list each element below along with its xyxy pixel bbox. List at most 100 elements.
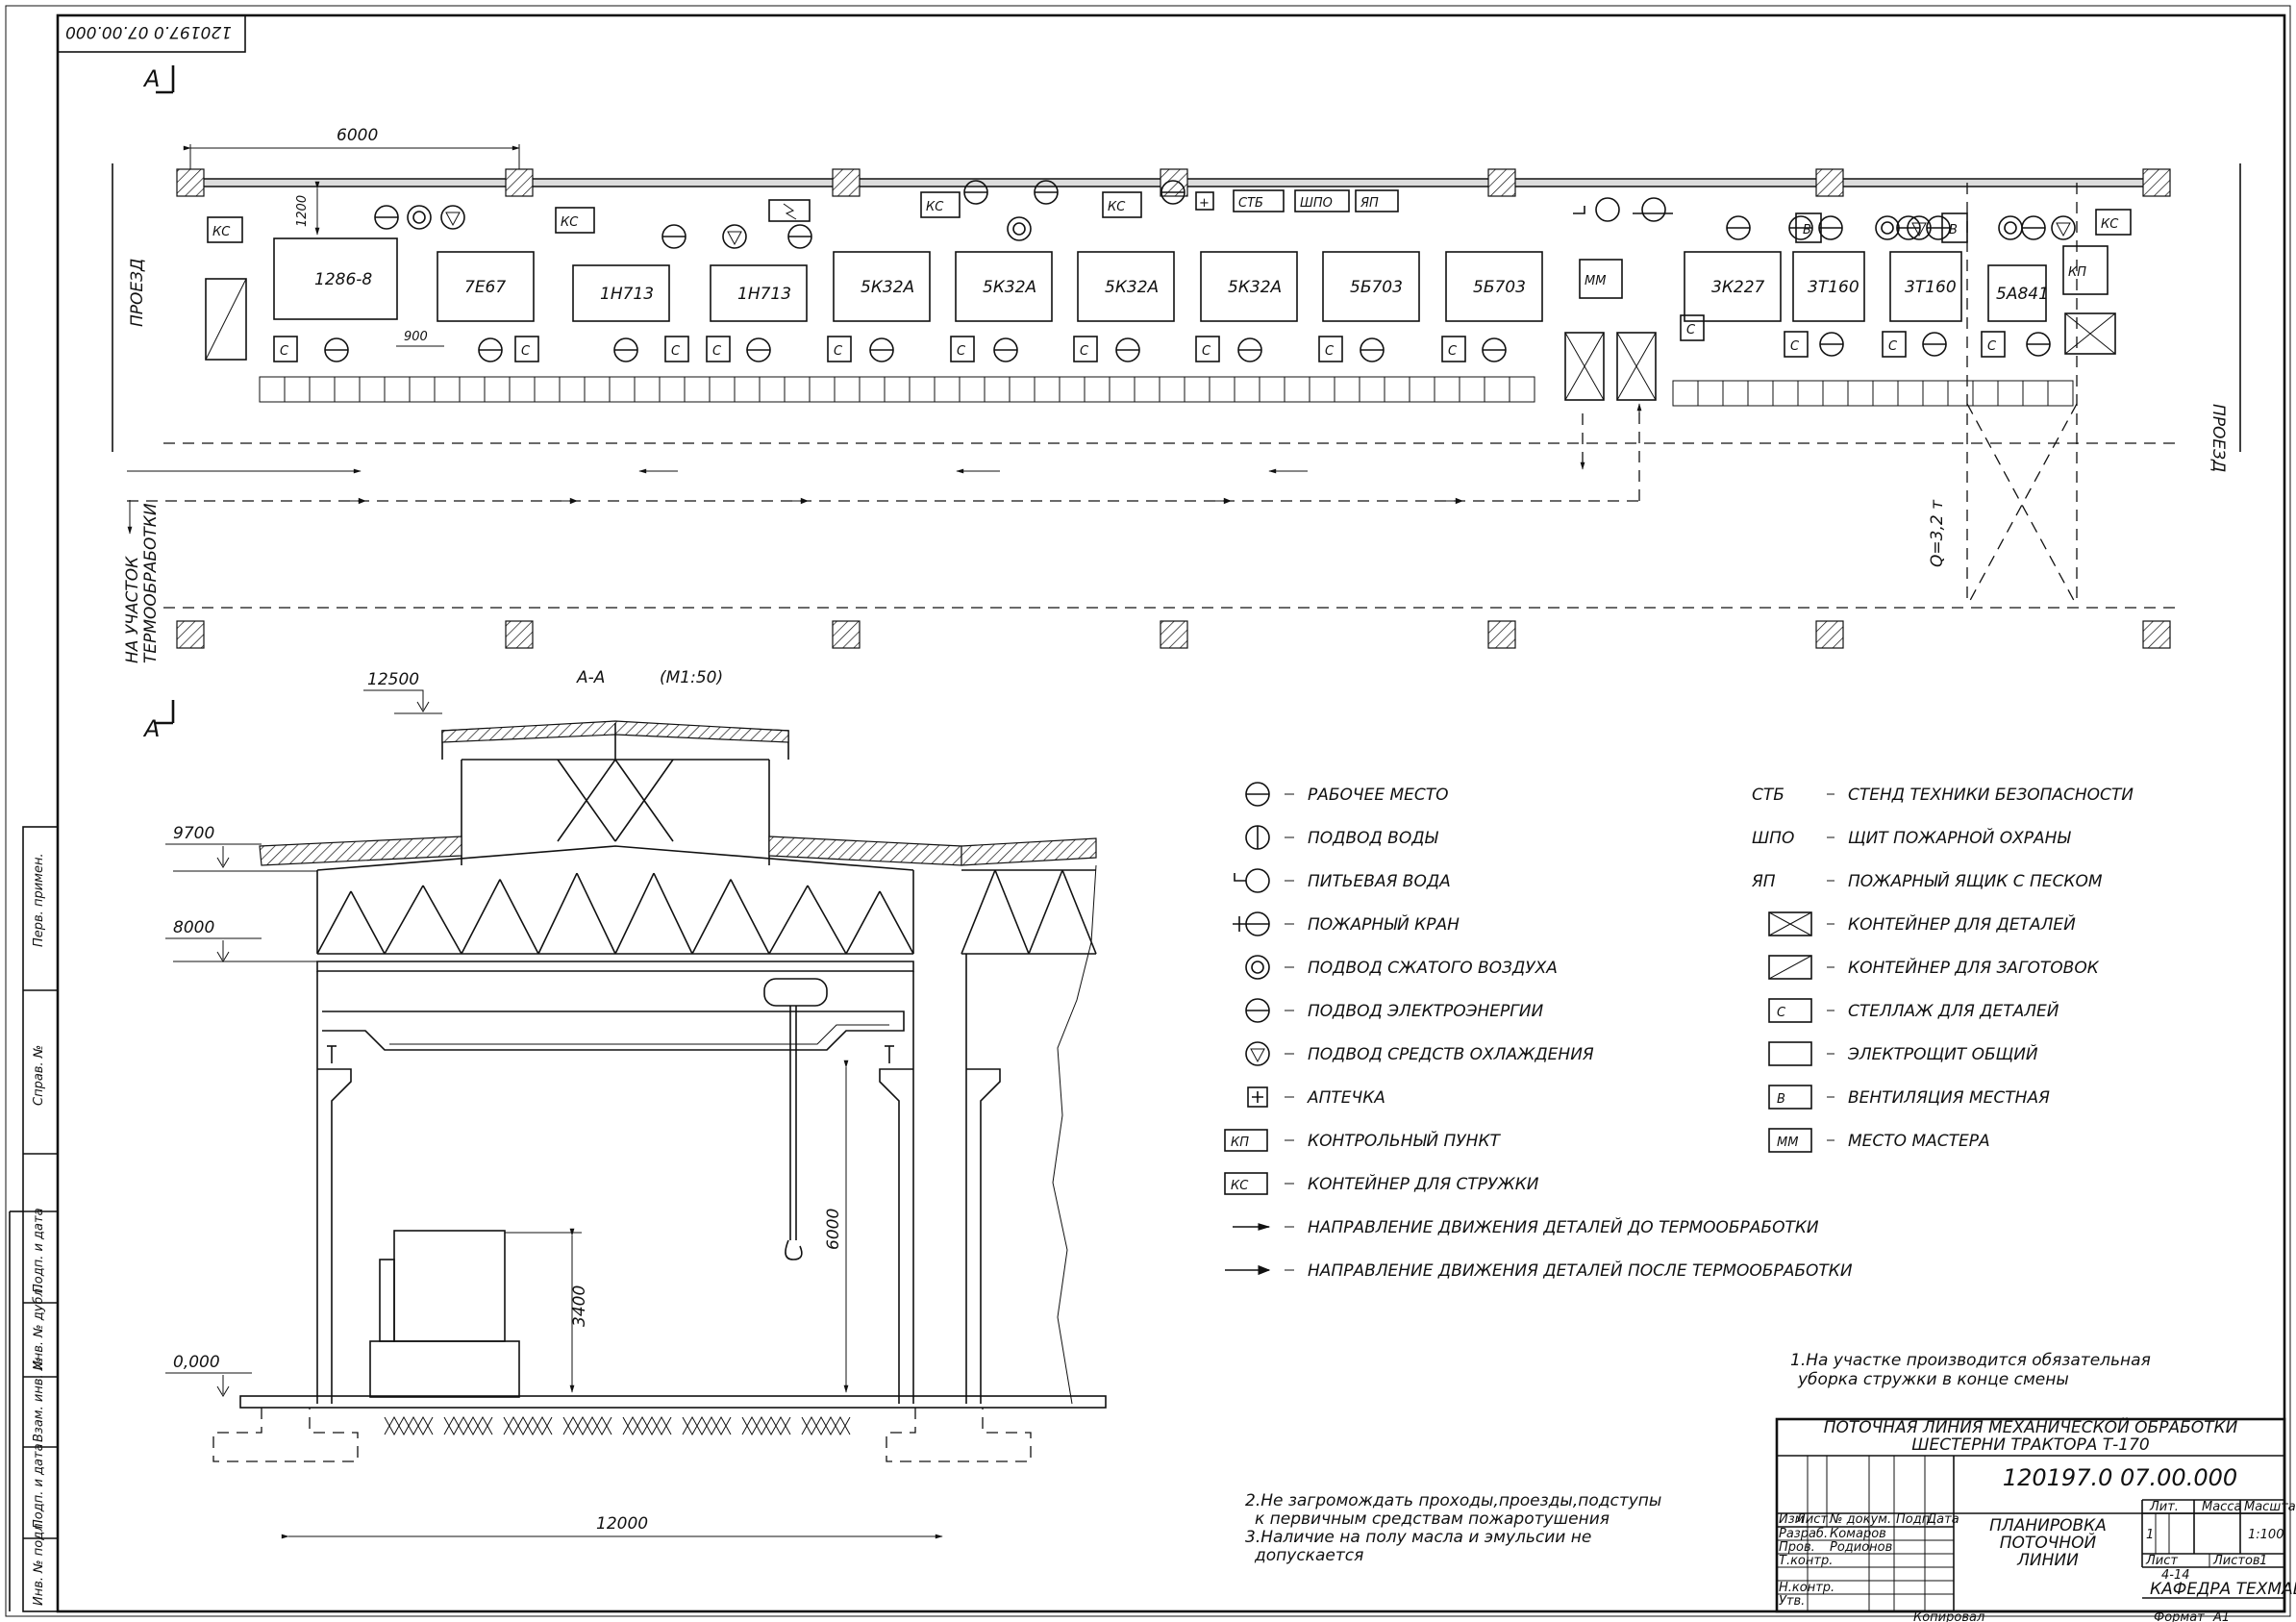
legend-right-box-label-5: С (1777, 1006, 1786, 1020)
column-bottom-5 (1815, 620, 1844, 649)
column-top-4 (1487, 168, 1516, 197)
legend-left-item-2: ПИТЬЕВАЯ ВОДА (1234, 868, 1451, 893)
cabinet-8 (2062, 245, 2109, 295)
truss-r (961, 869, 996, 955)
stamp-top-left: 120197.0 07.00.000 (57, 14, 246, 53)
machine-label-2: 1Н713 (600, 285, 654, 304)
col-sign: Подп. (1896, 1512, 1934, 1527)
rack-marker-4 (827, 336, 852, 362)
rack-cell-r (1922, 380, 1949, 407)
sheet-title-1: ПЛАНИРОВКА (1989, 1516, 2107, 1535)
rack-cell (909, 376, 936, 403)
column-bottom-1 (505, 620, 534, 649)
legend-right-text-3: КОНТЕЙНЕР ДЛЯ ДЕТАЛЕЙ (1848, 913, 2076, 935)
machine-8 (1322, 251, 1420, 322)
dim-12000: 12000 (596, 1514, 648, 1534)
rack-cell-r (1797, 380, 1824, 407)
cabinet-label-8: КП (2068, 265, 2086, 280)
soil-hatch (503, 1415, 553, 1436)
blank-container (205, 278, 247, 361)
soil-hatch (801, 1415, 851, 1436)
rack-marker-12 (1882, 331, 1907, 358)
parts-container-1 (1616, 332, 1657, 401)
section-marker-bottom: A (142, 700, 175, 742)
rack-cell (934, 376, 961, 403)
sheets-label: Листов (2212, 1554, 2260, 1568)
section-a-a: А-А (М1:50) 12500 9700 8000 0,000 (165, 668, 1107, 1539)
cool-tri-3 (2056, 222, 2071, 237)
rack-marker-label-4: С (834, 344, 843, 359)
cabinet-label-5: ШПО (1300, 196, 1333, 211)
rack-cell (1309, 376, 1335, 403)
truss-diag (537, 872, 578, 955)
soil-hatch (443, 1415, 493, 1436)
rack-marker-3 (706, 336, 731, 362)
cabinet-5 (1294, 189, 1350, 212)
rack-marker-label-3: С (712, 344, 722, 359)
rack-cell (1109, 376, 1136, 403)
machine-label-8: 5Б703 (1350, 278, 1403, 297)
cabinet-1 (555, 207, 595, 234)
machine-label-0: 1286-8 (314, 270, 372, 289)
rack-marker-7 (1195, 336, 1220, 362)
cool-tri-1 (727, 231, 742, 246)
level-12500: 12500 (363, 670, 442, 714)
rack-cell-r (2022, 380, 2049, 407)
air-inner-0 (412, 211, 426, 224)
role-check: Пров. (1779, 1540, 1815, 1555)
legend-icon-6 (1768, 1041, 1812, 1066)
legend-left-text-5: ПОДВОД ЭЛЕКТРОЭНЕРГИИ (1308, 1002, 1543, 1021)
rack-cell (859, 376, 886, 403)
level-0000-label: 0,000 (173, 1353, 220, 1372)
first-aid-label: + (1199, 196, 1210, 211)
air-inner-3 (2004, 221, 2017, 235)
legend-left-item-0: РАБОЧЕЕ МЕСТО (1245, 782, 1449, 807)
column-top-5 (1815, 168, 1844, 197)
side-stamp-4: Взам. инв. № (32, 1358, 46, 1442)
col-izm: Изм (1779, 1512, 1805, 1527)
machine-label-7: 5К32А (1228, 278, 1282, 297)
mass-header: Масса (2202, 1500, 2241, 1514)
machine-0 (273, 237, 398, 320)
legend-left-text-0: РАБОЧЕЕ МЕСТО (1308, 786, 1449, 805)
legend-left-item-11: НАПРАВЛЕНИЕ ДВИЖЕНИЯ ДЕТАЛЕЙ ПОСЛЕ ТЕРМО… (1225, 1260, 1853, 1281)
air-inner-1 (1012, 222, 1026, 236)
soil-hatch (682, 1415, 732, 1436)
dim-3400: 3400 (570, 1285, 589, 1327)
notes: 1.На участке производится обязательная у… (1245, 1351, 2151, 1565)
legend-icon-5 (1768, 998, 1812, 1023)
rack-cell (334, 376, 361, 403)
rack-cell (559, 376, 586, 403)
cool-tri-0 (445, 212, 461, 227)
group: 4-14 (2161, 1568, 2190, 1583)
legend-icon-9 (1224, 1172, 1268, 1195)
rack-cell (1234, 376, 1260, 403)
rack-cell (809, 376, 836, 403)
dim-900: 900 (396, 330, 444, 347)
truss-diag (499, 879, 539, 955)
rack-cell (459, 376, 486, 403)
legend-left-text-3: ПОЖАРНЫЙ КРАН (1308, 913, 1460, 935)
legend-icon-4 (1245, 955, 1270, 980)
truss-diag (845, 890, 881, 955)
level-9700: 9700 (165, 824, 317, 872)
role-dev: Разраб. (1779, 1527, 1828, 1541)
rack-marker-label-1: С (521, 344, 531, 359)
sheet-label: Лист (2145, 1554, 2178, 1568)
legend-right-text-8: МЕСТО МАСТЕРА (1848, 1132, 1990, 1151)
truss-diag (879, 890, 914, 955)
cabinet-3 (1102, 191, 1142, 218)
legend-left-box-label-9: КС (1231, 1179, 1249, 1193)
legend-right-text-5: СТЕЛЛАЖ ДЛЯ ДЕТАЛЕЙ (1848, 1000, 2059, 1021)
rack-marker-label-12: С (1888, 339, 1898, 354)
rack-cell (584, 376, 611, 403)
rack-cell (259, 376, 286, 403)
legend-right-abbr-2: ЯП (1751, 872, 1776, 891)
rack-marker-label-7: С (1202, 344, 1211, 359)
rack-cell-r (1872, 380, 1899, 407)
rack-marker-10 (1680, 314, 1705, 341)
truss-diag (384, 885, 424, 955)
